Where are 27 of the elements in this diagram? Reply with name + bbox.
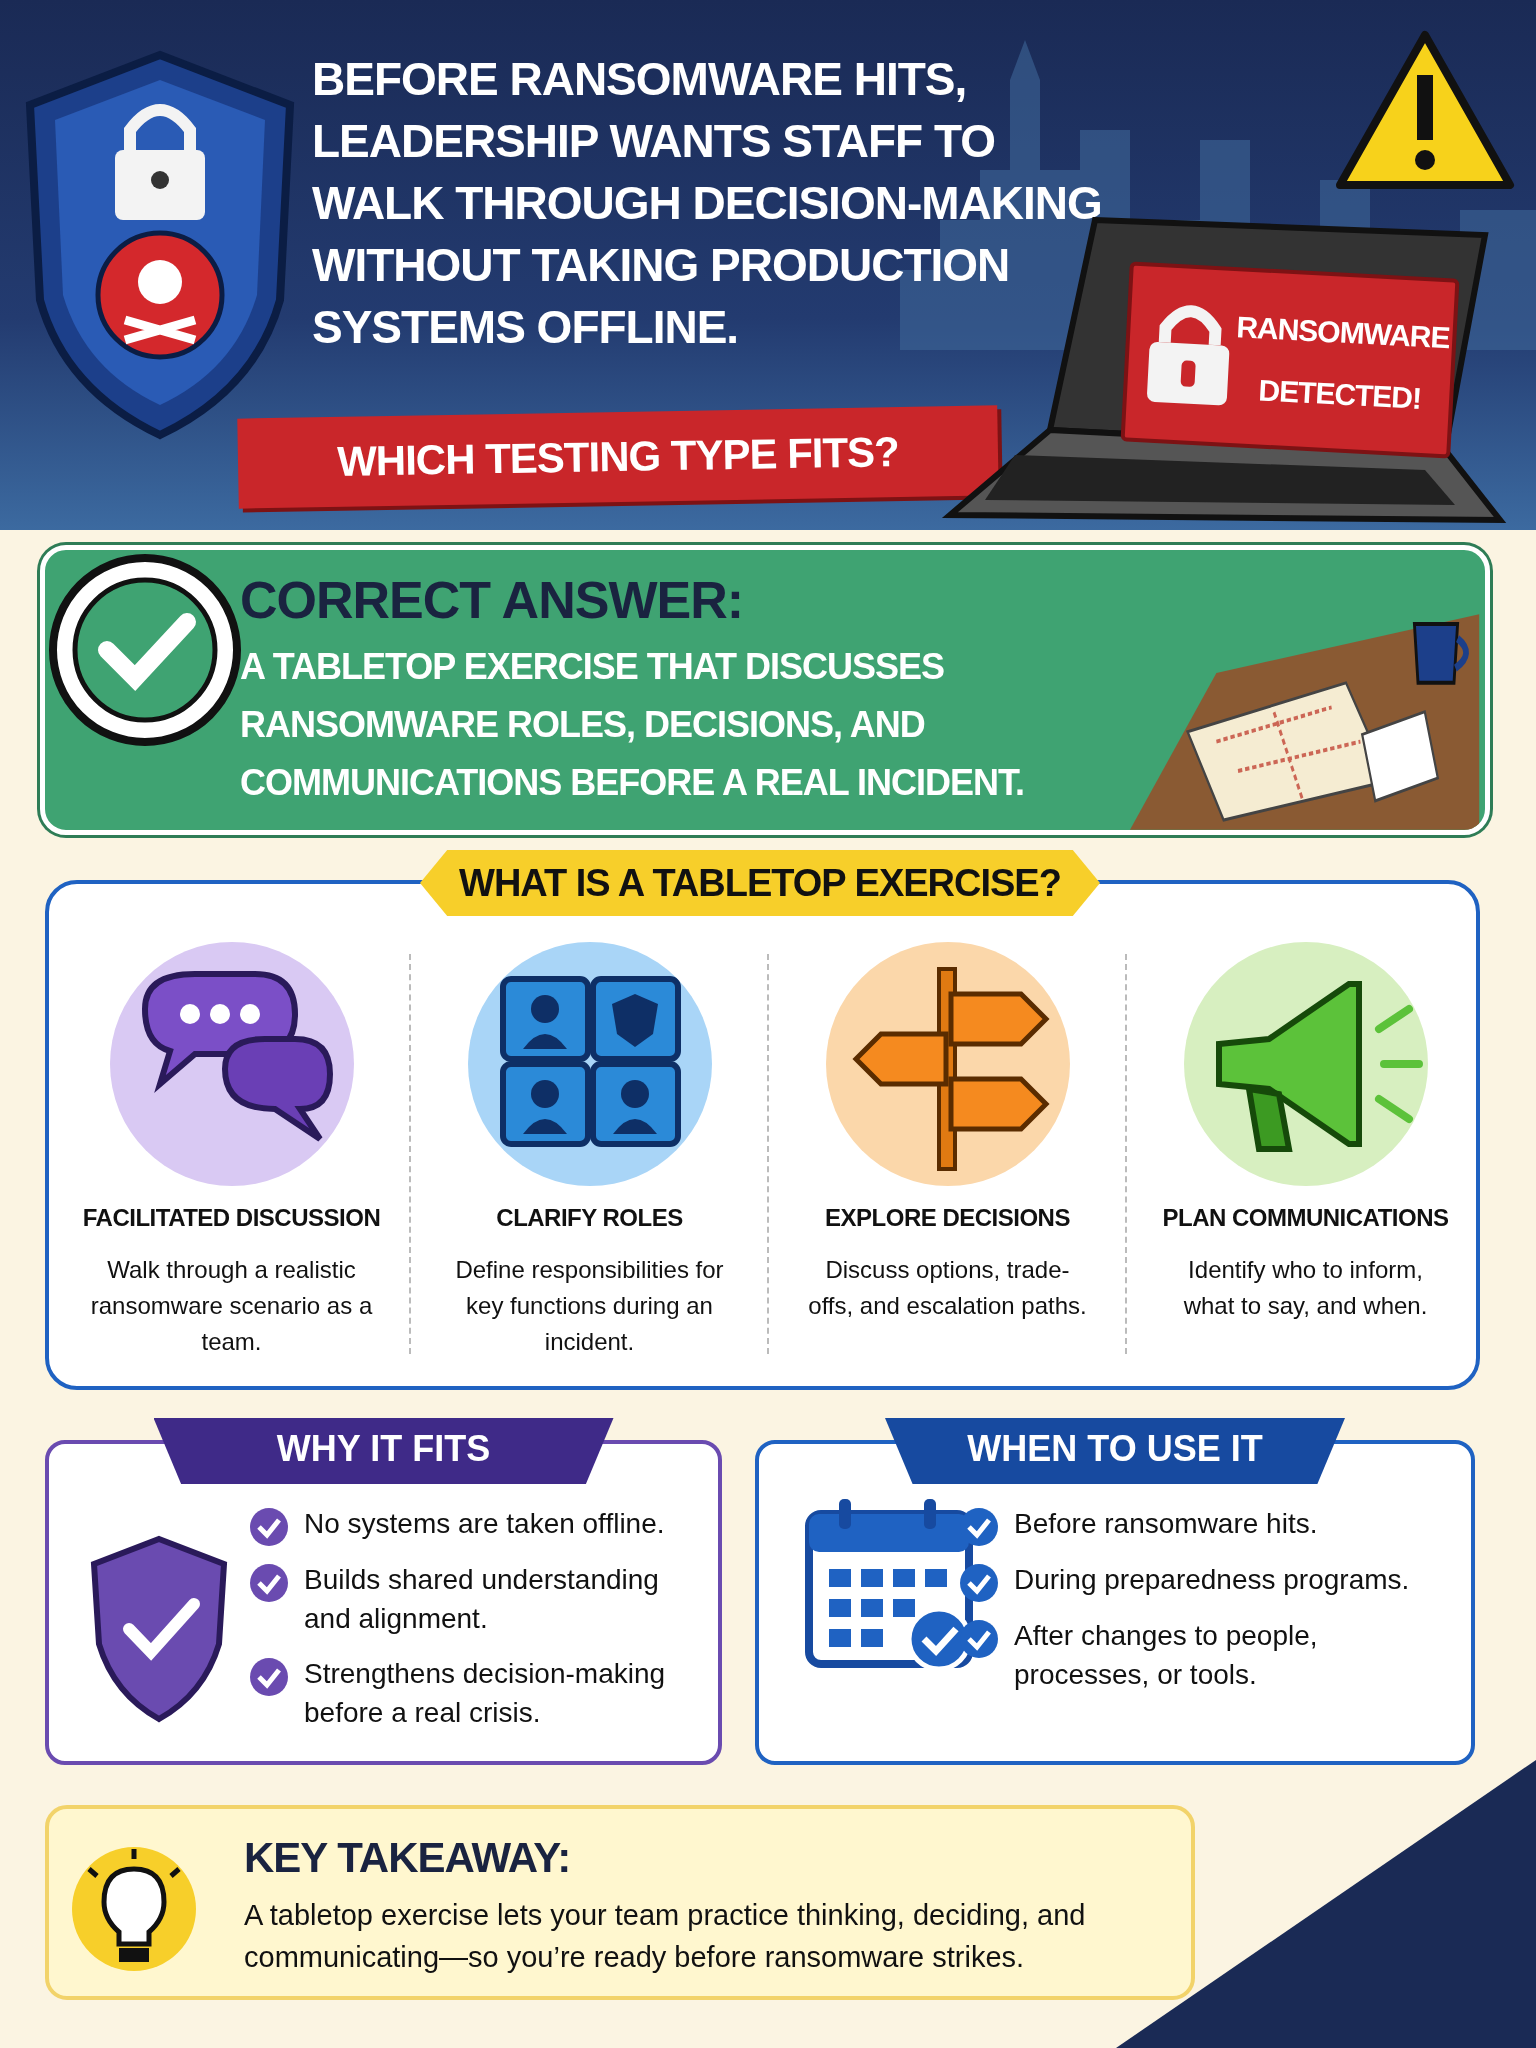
section-banner: WHEN TO USE IT xyxy=(885,1418,1345,1484)
item-description: Walk through a realistic ransomware scenario as a team. xyxy=(89,1255,374,1357)
takeaway-text: A tabletop exercise lets your team practice thinking, deciding, and communicating—so you’re ready before ransomware strikes. xyxy=(244,1898,1087,1975)
question-banner xyxy=(237,405,999,509)
item-heading: FACILITATED DISCUSSION xyxy=(81,1204,382,1232)
bullet-text: Strengthens decision-making before a real crisis. xyxy=(304,1657,667,1730)
item-heading: CLARIFY ROLES xyxy=(495,1204,684,1232)
bullet-text: During preparedness programs. xyxy=(1014,1563,1411,1597)
item-heading: PLAN COMMUNICATIONS xyxy=(1161,1204,1450,1232)
bullet-text: After changes to people, processes, or tools. xyxy=(1014,1619,1319,1692)
bullet-text: Builds shared understanding and alignment. xyxy=(304,1563,660,1636)
section-banner: WHAT IS A TABLETOP EXERCISE? xyxy=(420,850,1100,916)
title: BEFORE RANSOMWARE HITS, LEADERSHIP WANTS STAFF TO WALK THROUGH DECISION-MAKING WITHOUT TAKING PRODUCTION SYSTEMS OFFLINE. xyxy=(312,52,1103,355)
alert-text: RANSOMWARE DETECTED! xyxy=(1234,309,1452,417)
item-description: Define responsibilities for key functions during an incident. xyxy=(454,1255,725,1357)
item-heading: EXPLORE DECISIONS xyxy=(824,1204,1071,1232)
question-text: WHICH TESTING TYPE FITS? xyxy=(335,427,901,487)
answer-text: A TABLETOP EXERCISE THAT DISCUSSES RANSOMWARE ROLES, DECISIONS, AND COMMUNICATIONS BEFORE A REAL INCIDENT. xyxy=(240,645,1025,805)
item-description: Identify who to inform, what to say, and when. xyxy=(1182,1255,1429,1321)
section-banner: WHY IT FITS xyxy=(153,1418,614,1484)
bullet-text: No systems are taken offline. xyxy=(304,1507,666,1541)
bullet-text: Before ransomware hits. xyxy=(1014,1507,1319,1541)
answer-heading: CORRECT ANSWER: xyxy=(240,570,745,630)
takeaway-card xyxy=(45,1805,1195,2000)
answer-card xyxy=(40,545,1490,835)
takeaway-heading: KEY TAKEAWAY: xyxy=(244,1834,572,1882)
item-description: Discuss options, trade-offs, and escalation paths. xyxy=(807,1255,1088,1321)
